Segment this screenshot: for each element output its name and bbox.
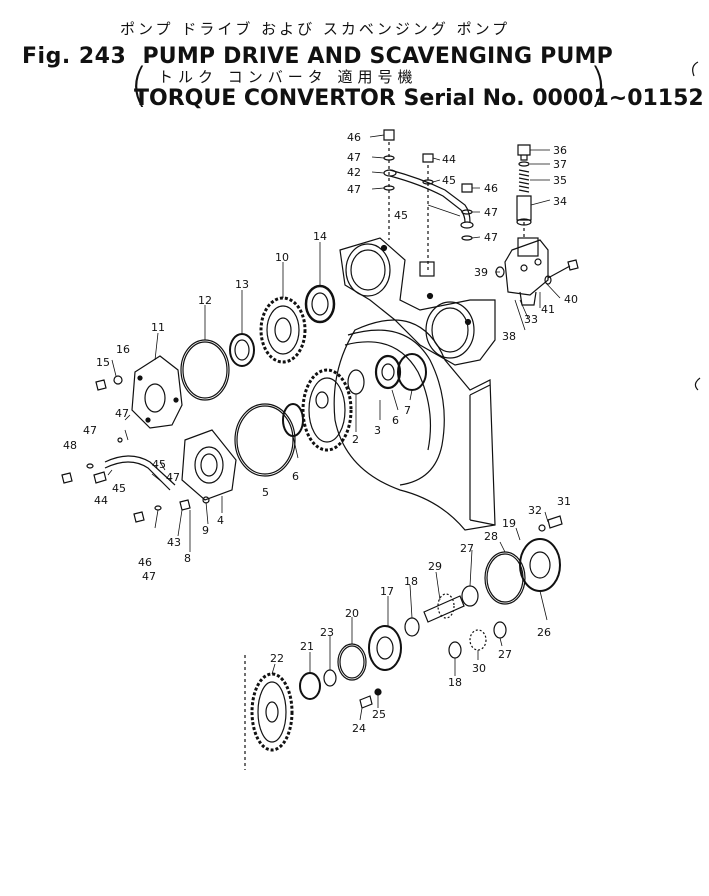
part-label: 21 [300, 640, 314, 653]
part-label: 14 [313, 230, 327, 243]
scan-mark [694, 377, 701, 391]
part-label: 22 [270, 652, 284, 665]
part-label: 44 [94, 494, 108, 507]
part-label: 10 [275, 251, 289, 264]
pump-bolts-right [495, 259, 579, 285]
part-label: 25 [372, 708, 386, 721]
part-label: 27 [498, 648, 512, 661]
part-label: 31 [557, 495, 571, 508]
part-label: 4 [217, 514, 224, 527]
part-label: 6 [292, 470, 299, 483]
part-label: 33 [524, 313, 538, 326]
top-fasteners [383, 129, 473, 270]
part-label: 34 [553, 195, 567, 208]
part-label: 45 [442, 174, 456, 187]
part-label: 36 [553, 144, 567, 157]
part-label: 46 [484, 182, 498, 195]
part-label: 41 [541, 303, 555, 316]
part-label: 18 [404, 575, 418, 588]
part-label: 47 [166, 471, 180, 484]
right-paren-decor: ) [589, 58, 607, 112]
part-label: 47 [115, 407, 129, 420]
part-label: 27 [460, 542, 474, 555]
part-label: 29 [428, 560, 442, 573]
part-label: 46 [138, 556, 152, 569]
japanese-title: ポンプ ドライブ および スカベンジング ポンプ [120, 20, 511, 38]
part-label: 38 [502, 330, 516, 343]
relief-valve-stack [516, 144, 532, 238]
part-label: 5 [262, 486, 269, 499]
part-label: 30 [472, 662, 486, 675]
scan-mark [692, 61, 699, 77]
left-fasteners [61, 375, 210, 523]
left-paren-decor: ( [130, 58, 148, 112]
part-label: 18 [448, 676, 462, 689]
part-label: 23 [320, 626, 334, 639]
part-label: 15 [96, 356, 110, 369]
scavenging-pump-body [504, 237, 549, 306]
part-label: 47 [347, 151, 361, 164]
part-label: 8 [184, 552, 191, 565]
figure-heading: Fig. 243 PUMP DRIVE AND SCAVENGING PUMP [22, 44, 613, 69]
part-label: 12 [198, 294, 212, 307]
part-label: 17 [380, 585, 394, 598]
part-label: 44 [442, 153, 456, 166]
part-label: 37 [553, 158, 567, 171]
part-label: 6 [392, 414, 399, 427]
part-labels: 46 47 42 47 44 45 46 45 47 47 36 37 35 3… [63, 131, 578, 735]
part-label: 20 [345, 607, 359, 620]
part-label: 13 [235, 278, 249, 291]
part-label: 47 [83, 424, 97, 437]
part-label: 3 [374, 424, 381, 437]
figure-title: PUMP DRIVE AND SCAVENGING PUMP [142, 44, 613, 69]
part-label: 48 [63, 439, 77, 452]
pump-drive-case [339, 237, 496, 366]
figure-label: Fig. 243 [22, 44, 127, 69]
part-label: 9 [202, 524, 209, 537]
part-label: 45 [112, 482, 126, 495]
part-label: 42 [347, 166, 361, 179]
part-label: 24 [352, 722, 366, 735]
leader-lines [107, 134, 561, 721]
drive-gear [234, 368, 365, 477]
part-label: 45 [152, 458, 166, 471]
part-label: 40 [564, 293, 578, 306]
pump-shaft-gears [299, 593, 507, 709]
part-label: 47 [484, 206, 498, 219]
converter-housing [333, 319, 496, 531]
japanese-subtitle: トルク コンバータ 適用号機 [158, 68, 418, 86]
part-label: 39 [474, 266, 488, 279]
part-label: 16 [116, 343, 130, 356]
part-label: 43 [167, 536, 181, 549]
part-label: 28 [484, 530, 498, 543]
pump-drive-cover [181, 429, 237, 501]
lube-pipe [383, 169, 474, 229]
part-label: 47 [484, 231, 498, 244]
left-pipe [104, 455, 176, 491]
lower-drive-gear [244, 655, 294, 770]
part-label: 45 [394, 209, 408, 222]
part-label: 32 [528, 504, 542, 517]
part-label: 19 [502, 517, 516, 530]
part-label: 11 [151, 321, 165, 334]
part-label: 35 [553, 174, 567, 187]
part-label: 26 [537, 626, 551, 639]
part-label: 47 [142, 570, 156, 583]
front-cover [131, 355, 183, 429]
part-label: 46 [347, 131, 361, 144]
part-label: 2 [352, 433, 359, 446]
part-label: 47 [347, 183, 361, 196]
part-label: 7 [404, 404, 411, 417]
serial-subtitle: TORQUE CONVERTOR Serial No. 00001~01152 [134, 86, 704, 111]
